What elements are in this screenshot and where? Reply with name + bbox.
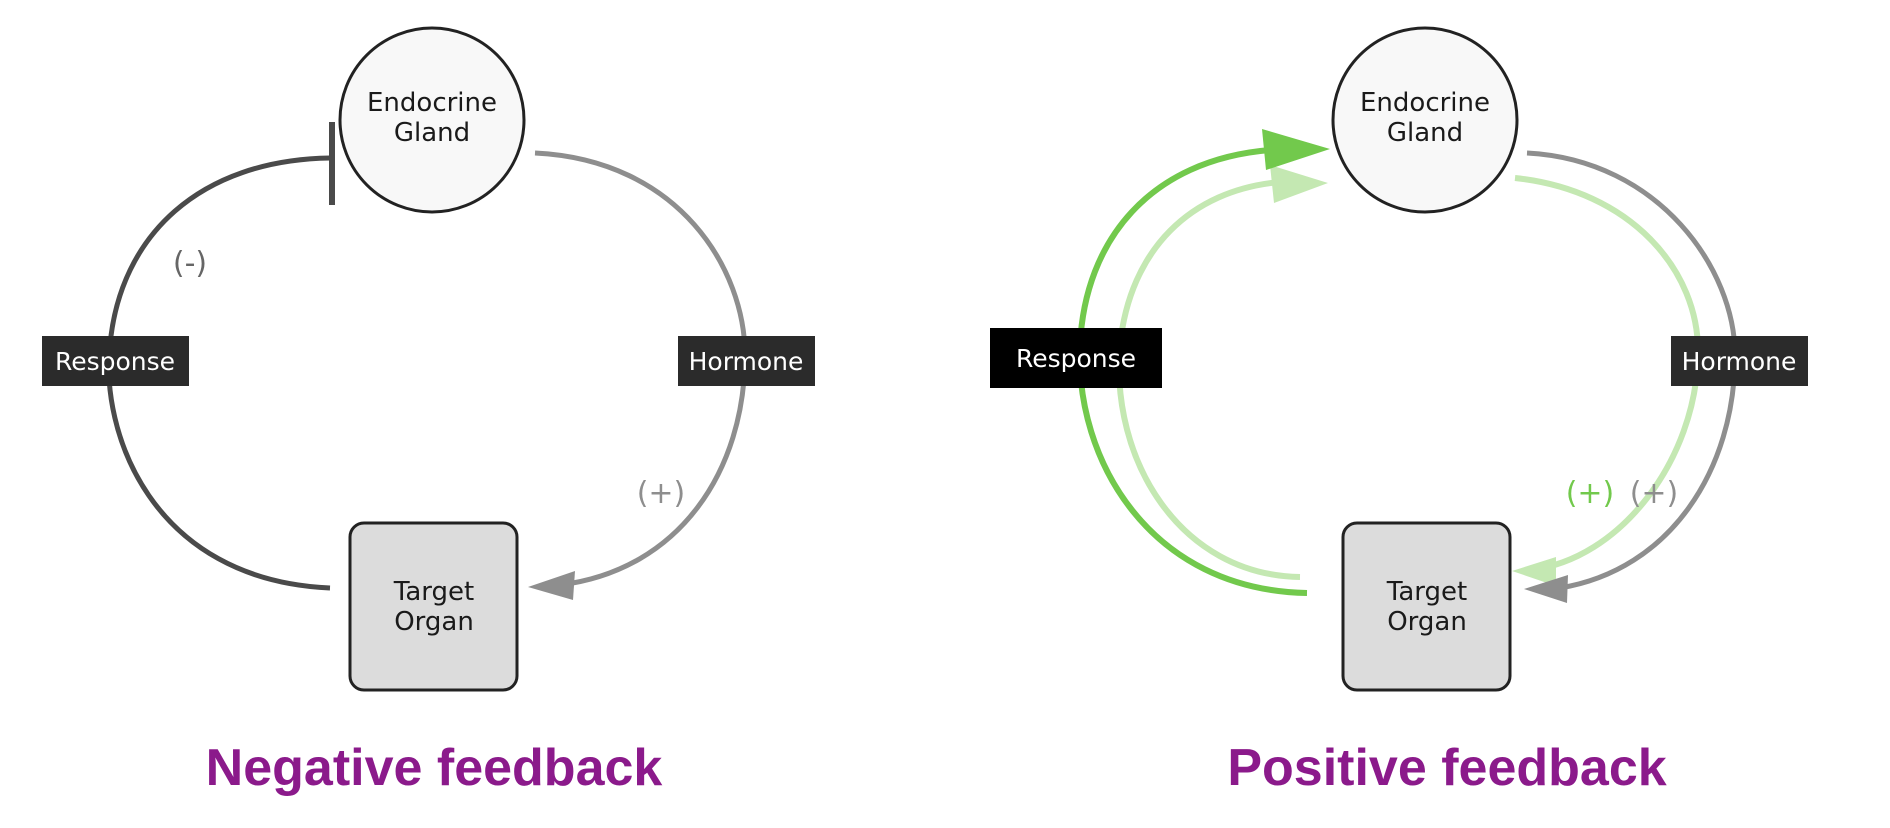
organ-label-line2: Organ xyxy=(1387,607,1467,637)
positive-feedback-title: Positive feedback xyxy=(1227,739,1666,797)
organ-label-line1: Target xyxy=(1386,577,1467,607)
positive-target-organ-node: Target Organ xyxy=(1341,521,1512,692)
plus-sign-green: (+) xyxy=(1566,476,1615,511)
positive-endocrine-gland-node: Endocrine Gland xyxy=(1331,26,1519,214)
positive-response-label: Response xyxy=(990,328,1162,388)
organ-label-line2: Organ xyxy=(394,607,474,637)
light-green-arrowhead-top xyxy=(1270,165,1328,203)
gland-label-line2: Gland xyxy=(394,118,470,148)
negative-response-label: Response xyxy=(42,336,189,386)
positive-light-green-right-arc xyxy=(1514,175,1702,573)
green-arrowhead xyxy=(1262,129,1330,170)
minus-sign: (-) xyxy=(173,246,207,281)
hormone-label-text: Hormone xyxy=(1682,347,1797,376)
positive-feedback-diagram: Endocrine Gland Target Organ Response Ho… xyxy=(990,26,1808,797)
gland-label-line2: Gland xyxy=(1387,118,1463,148)
negative-target-organ-node: Target Organ xyxy=(348,521,519,692)
negative-hormone-label: Hormone xyxy=(678,336,815,386)
negative-hormone-arrowhead xyxy=(528,571,575,600)
negative-feedback-diagram: Endocrine Gland Target Organ Response Ho… xyxy=(42,26,815,797)
plus-sign-grey: (+) xyxy=(1630,476,1679,511)
light-green-arrowhead-bottom xyxy=(1512,557,1556,586)
plus-sign: (+) xyxy=(637,476,686,511)
response-label-text: Response xyxy=(55,347,175,376)
negative-feedback-title: Negative feedback xyxy=(206,739,663,797)
response-label-text: Response xyxy=(1016,344,1136,373)
positive-hormone-label: Hormone xyxy=(1671,336,1808,386)
organ-label-line1: Target xyxy=(393,577,474,607)
negative-endocrine-gland-node: Endocrine Gland xyxy=(338,26,526,214)
positive-hormone-arrowhead xyxy=(1524,575,1568,603)
gland-label-line1: Endocrine xyxy=(367,88,497,118)
hormone-label-text: Hormone xyxy=(689,347,804,376)
gland-label-line1: Endocrine xyxy=(1360,88,1490,118)
